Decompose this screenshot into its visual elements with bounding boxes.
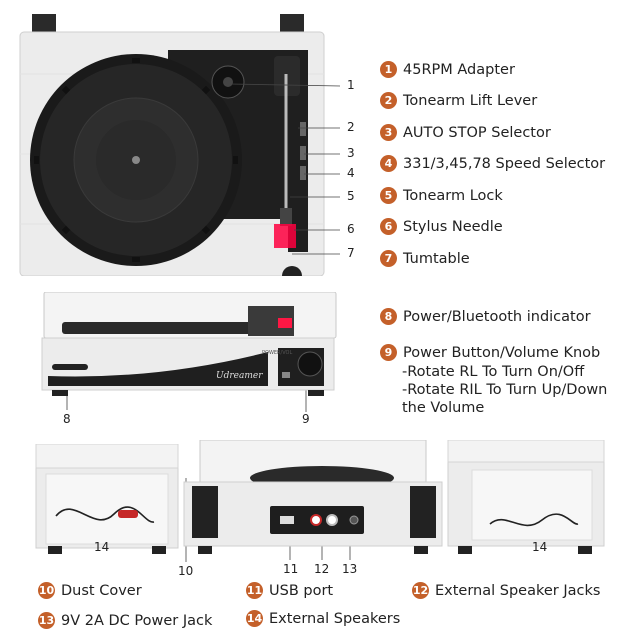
power-vol-label: POWER/VOL [262,350,293,356]
callout-6: 6 [347,222,355,236]
badge-12: 12 [412,582,429,599]
item9-sub-3: the Volume [402,400,485,416]
turntable-front-illustration [41,291,337,396]
callout-3: 3 [347,146,355,160]
legend-item-5: 5 Tonearm Lock [380,187,503,204]
callout-1: 1 [347,78,355,92]
legend-item-7: 7 Tumtable [380,250,470,267]
item9-sub-2: -Rotate RIL To Turn Up/Down [402,382,608,398]
turntable-top-illustration [19,14,325,286]
callout-13: 13 [342,562,358,576]
badge-3: 3 [380,124,397,141]
callout-14-right: 14 [532,540,548,554]
legend-label-5: Tonearm Lock [403,187,503,204]
legend-label-13: 9V 2A DC Power Jack [61,612,213,629]
legend-label-12: External Speaker Jacks [435,582,601,599]
callout-5: 5 [347,189,355,203]
speaker-right-illustration [447,439,605,554]
callout-14-left: 14 [94,540,110,554]
callout-7: 7 [347,246,355,260]
legend-item-9: 9 Power Button/Volume Knob [380,344,600,361]
turntable-front-view: Udreamer POWER/VOL [38,291,340,396]
legend-item-6: 6 Stylus Needle [380,218,503,235]
legend-label-10: Dust Cover [61,582,142,599]
badge-1: 1 [380,61,397,78]
callout-9: 9 [302,412,310,426]
badge-14: 14 [246,610,263,627]
turntable-back-illustration [183,439,443,554]
legend-label-3: AUTO STOP Selector [403,124,551,141]
brand-logo: Udreamer [216,371,263,381]
badge-8: 8 [380,308,397,325]
legend-item-11: 11 USB port [246,582,333,599]
badge-9: 9 [380,344,397,361]
legend-item-3: 3 AUTO STOP Selector [380,124,551,141]
legend-item-1: 1 45RPM Adapter [380,61,515,78]
legend-item-8: 8 Power/Bluetooth indicator [380,308,591,325]
legend-item-14: 14 External Speakers [246,610,400,627]
legend-label-9: Power Button/Volume Knob [403,344,601,361]
badge-7: 7 [380,250,397,267]
turntable-back-view [182,439,444,556]
legend-label-8: Power/Bluetooth indicator [403,308,591,325]
badge-2: 2 [380,92,397,109]
legend-label-2: Tonearm Lift Lever [403,92,538,109]
legend-label-7: Tumtable [403,250,470,267]
item9-sub-1: -Rotate RL To Turn On/Off [402,364,585,380]
speaker-right [446,439,606,554]
badge-5: 5 [380,187,397,204]
callout-11: 11 [283,562,299,576]
callout-10: 10 [178,564,194,578]
turntable-top-view [18,14,328,286]
speaker-left-illustration [35,443,179,554]
legend-label-6: Stylus Needle [403,218,503,235]
legend-label-1: 45RPM Adapter [403,61,515,78]
callout-4: 4 [347,166,355,180]
legend-label-11: USB port [269,582,334,599]
callout-12: 12 [314,562,330,576]
badge-11: 11 [246,582,263,599]
speaker-left [34,443,180,554]
legend-label-14: External Speakers [269,610,401,627]
badge-13: 13 [38,612,55,629]
legend-item-12: 12 External Speaker Jacks [412,582,600,599]
legend-item-13: 13 9V 2A DC Power Jack [38,612,212,629]
badge-6: 6 [380,218,397,235]
badge-4: 4 [380,155,397,172]
badge-10: 10 [38,582,55,599]
callout-8: 8 [63,412,71,426]
legend-item-2: 2 Tonearm Lift Lever [380,92,537,109]
callout-2: 2 [347,120,355,134]
legend-item-4: 4 331/3,45,78 Speed Selector [380,155,605,172]
legend-item-10: 10 Dust Cover [38,582,142,599]
legend-label-4: 331/3,45,78 Speed Selector [403,155,606,172]
